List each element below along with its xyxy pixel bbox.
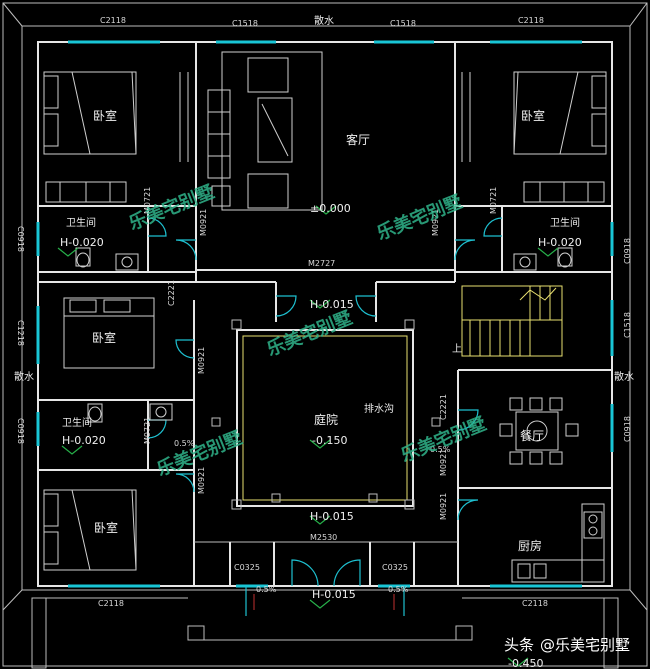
- front-porch: [31, 597, 619, 669]
- window-codes: C2118 C1518 C1518 C2118 C2118 C2118 C032…: [98, 16, 548, 608]
- level-living: ±0.000: [310, 202, 351, 215]
- window-code-c0918-l2: C0918: [16, 418, 25, 444]
- bed-mid-left: [63, 297, 155, 369]
- level-courtyard: -0.150: [312, 434, 347, 447]
- door-code-m0921-ml: M0921: [197, 347, 206, 374]
- window-code-c2118-tl: C2118: [100, 16, 126, 25]
- window-code-c0918-l1: C0918: [16, 226, 25, 252]
- door-code-m0721-tr: M0721: [489, 187, 498, 214]
- level-labels: ±0.000 H-0.020 H-0.020 H-0.020 H-0.015 -…: [60, 202, 582, 669]
- door-code-m0721-tl: M0721: [143, 187, 152, 214]
- window-code-c2221-l: C2221: [167, 280, 176, 306]
- door-code-m0921-tl: M0921: [199, 209, 208, 236]
- door-code-m0921-mr: M0921: [439, 449, 448, 476]
- room-bedroom-top-left: 卧室: [93, 108, 117, 123]
- window-code-c1518-tr: C1518: [390, 19, 416, 28]
- room-bathroom-top-right: 卫生间: [550, 216, 580, 229]
- level-corridor: H-0.015: [310, 298, 354, 311]
- bed-top-left: [43, 71, 137, 203]
- label-slope-left: 0.5%: [174, 439, 195, 448]
- interior-walls: [38, 42, 612, 586]
- window-code-c0918-r1: C0918: [623, 238, 632, 264]
- window-code-c1518-r: C1518: [623, 312, 632, 338]
- level-outside: -0.450: [508, 657, 543, 669]
- window-code-c1518-tl: C1518: [232, 19, 258, 28]
- credit-account: @乐美宅别墅: [540, 636, 630, 654]
- door-code-m0921-tr: M0921: [431, 209, 440, 236]
- window-code-c0918-r2: C0918: [623, 416, 632, 442]
- label-drain: 排水沟: [364, 402, 394, 415]
- room-kitchen: 厨房: [518, 538, 542, 553]
- staircase: [461, 285, 563, 357]
- room-living: 客厅: [346, 132, 370, 147]
- windows: [36, 40, 614, 588]
- room-dining: 餐厅: [520, 428, 544, 443]
- window-code-c2118-bl: C2118: [98, 599, 124, 608]
- label-sanshui-right: 散水: [614, 370, 634, 383]
- room-bedroom-bottom-left: 卧室: [94, 520, 118, 535]
- room-bedroom-top-right: 卧室: [521, 108, 545, 123]
- rotated-codes: C0918 C1218 C0918 C0918 C1518 C0918 M072…: [16, 187, 632, 520]
- door-code-m0921-br: M0921: [439, 493, 448, 520]
- window-code-c2118-tr: C2118: [518, 16, 544, 25]
- window-code-c2221-r: C2221: [439, 394, 448, 420]
- bed-top-right: [513, 71, 607, 203]
- room-bedroom-mid-left: 卧室: [92, 330, 116, 345]
- level-markers: [57, 205, 559, 667]
- label-sanshui-left: 散水: [14, 370, 34, 383]
- window-code-c1218-l: C1218: [16, 320, 25, 346]
- room-bathroom-bottom-left: 卫生间: [62, 416, 92, 429]
- room-labels: 散水 散水 散水 卧室 卧室 卧室 卧室 客厅 庭院 餐厅 厨房 卫生间 卫生间…: [14, 14, 634, 594]
- label-sanshui-top: 散水: [314, 14, 334, 27]
- courtyard: [211, 319, 441, 510]
- sofa-set: [179, 51, 471, 211]
- window-code-c2118-br: C2118: [522, 599, 548, 608]
- window-code-c0325-l: C0325: [234, 563, 260, 572]
- label-slope-porch-left: 0.5%: [256, 585, 277, 594]
- label-slope-right: 0.5%: [430, 445, 451, 454]
- watermark-2: 乐美宅别墅: [374, 191, 466, 245]
- level-porch: H-0.015: [312, 588, 356, 601]
- level-bath-bottom-left: H-0.020: [62, 434, 106, 447]
- door-code-m0721-bl: M0721: [143, 417, 152, 444]
- bed-bottom-left: [43, 489, 137, 571]
- level-entry: H-0.015: [310, 510, 354, 523]
- room-bathroom-top-left: 卫生间: [66, 216, 96, 229]
- credit-platform: 头条: [504, 636, 534, 654]
- doors: [147, 217, 503, 616]
- kitchen-counter: [511, 503, 605, 583]
- window-code-c0325-r: C0325: [382, 563, 408, 572]
- door-code-m2530: M2530: [310, 533, 337, 542]
- bathroom-fixtures: [75, 247, 573, 423]
- door-code-m2727: M2727: [308, 259, 335, 268]
- dining-table: [499, 397, 579, 465]
- label-stair-up: 上: [452, 343, 462, 355]
- door-code-m0921-bl: M0921: [197, 467, 206, 494]
- level-bath-top-right: H-0.020: [538, 236, 582, 249]
- credit: 头条 @乐美宅别墅: [504, 636, 630, 654]
- label-slope-porch-right: 0.5%: [388, 585, 409, 594]
- room-courtyard: 庭院: [314, 412, 338, 427]
- level-bath-top-left: H-0.020: [60, 236, 104, 249]
- watermark-3: 乐美宅别墅: [264, 307, 356, 361]
